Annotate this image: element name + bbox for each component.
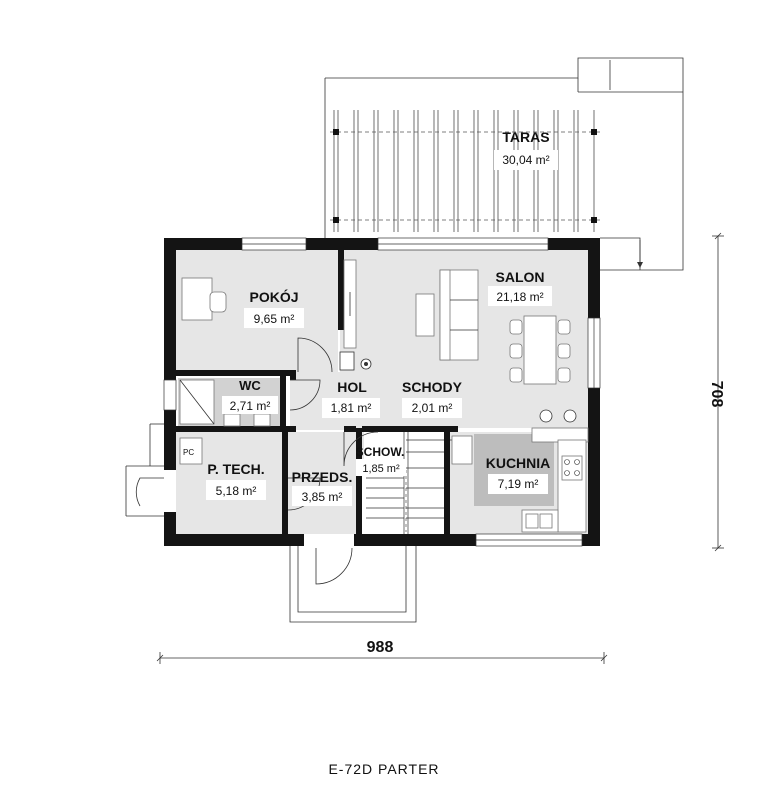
hol-area: 1,81 m² bbox=[331, 401, 372, 415]
pokoj-name: POKÓJ bbox=[249, 288, 298, 305]
dimension-lines: 988 708 bbox=[156, 232, 725, 664]
schow-name: SCHOW. bbox=[356, 445, 405, 459]
taras-area: 30,04 m² bbox=[502, 153, 549, 167]
room-labels: TARAS 30,04 m² SALON 21,18 m² POKÓJ 9,65… bbox=[206, 129, 558, 506]
ptech-name: P. TECH. bbox=[207, 461, 264, 477]
przeds-area: 3,85 m² bbox=[302, 490, 343, 504]
pokoj-area: 9,65 m² bbox=[254, 312, 295, 326]
salon-name: SALON bbox=[496, 269, 545, 285]
wc-area: 2,71 m² bbox=[230, 399, 271, 413]
kuchnia-area: 7,19 m² bbox=[498, 477, 539, 491]
entrance-steps bbox=[125, 423, 417, 623]
ptech-area: 5,18 m² bbox=[216, 484, 257, 498]
schody-area: 2,01 m² bbox=[412, 401, 453, 415]
staircase bbox=[364, 432, 446, 534]
schody-name: SCHODY bbox=[402, 379, 463, 395]
przeds-name: PRZEDS. bbox=[292, 469, 353, 485]
furniture: PC bbox=[179, 259, 589, 533]
plan-title: E-72D PARTER bbox=[328, 761, 439, 777]
windows bbox=[163, 237, 601, 547]
schow-area: 1,85 m² bbox=[362, 463, 400, 475]
depth-dimension: 708 bbox=[708, 381, 725, 408]
boiler-label: PC bbox=[183, 448, 194, 457]
taras-name: TARAS bbox=[502, 129, 549, 145]
width-dimension: 988 bbox=[367, 639, 394, 656]
salon-area: 21,18 m² bbox=[496, 290, 543, 304]
boiler-box bbox=[179, 437, 203, 465]
wc-name: WC bbox=[239, 378, 261, 393]
hol-name: HOL bbox=[337, 379, 367, 395]
kuchnia-name: KUCHNIA bbox=[486, 455, 551, 471]
terrace bbox=[324, 57, 684, 271]
pergola-beams bbox=[333, 110, 595, 232]
